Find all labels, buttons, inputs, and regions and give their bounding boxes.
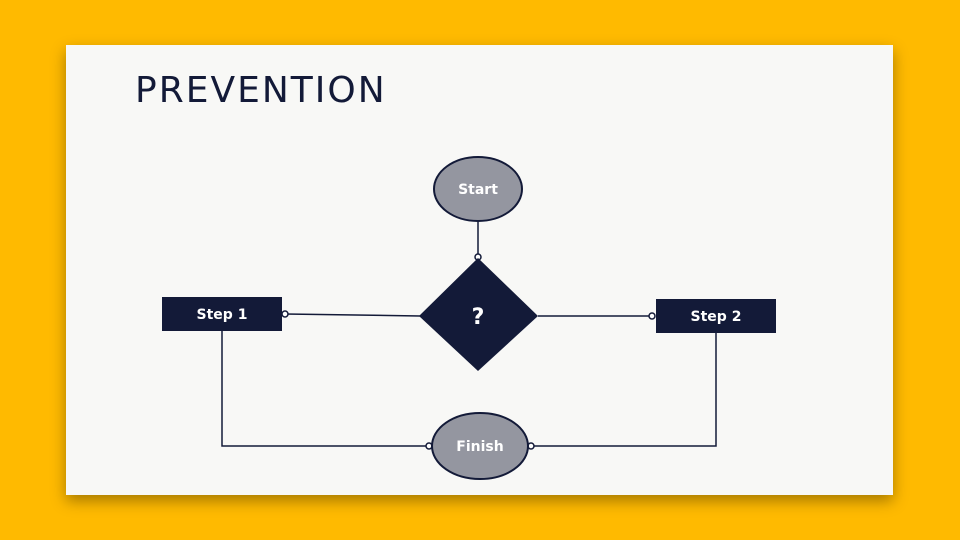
start-node[interactable]: Start bbox=[433, 156, 523, 222]
step-1-node[interactable]: Step 1 bbox=[162, 297, 282, 331]
connector-step2-finish bbox=[531, 333, 717, 447]
slide-title: PREVENTION bbox=[135, 70, 387, 111]
decision-label: ? bbox=[472, 305, 485, 330]
connector-dot bbox=[281, 310, 289, 318]
step-2-node[interactable]: Step 2 bbox=[656, 299, 776, 333]
finish-label: Finish bbox=[456, 439, 503, 455]
finish-node[interactable]: Finish bbox=[431, 412, 529, 480]
connector-decision-step1 bbox=[284, 313, 421, 317]
decision-node[interactable]: ? bbox=[419, 258, 538, 371]
step-1-label: Step 1 bbox=[197, 307, 248, 323]
connector-dot bbox=[648, 312, 656, 320]
connector-step1-finish bbox=[221, 331, 429, 447]
start-label: Start bbox=[458, 182, 498, 198]
step-2-label: Step 2 bbox=[691, 309, 742, 325]
